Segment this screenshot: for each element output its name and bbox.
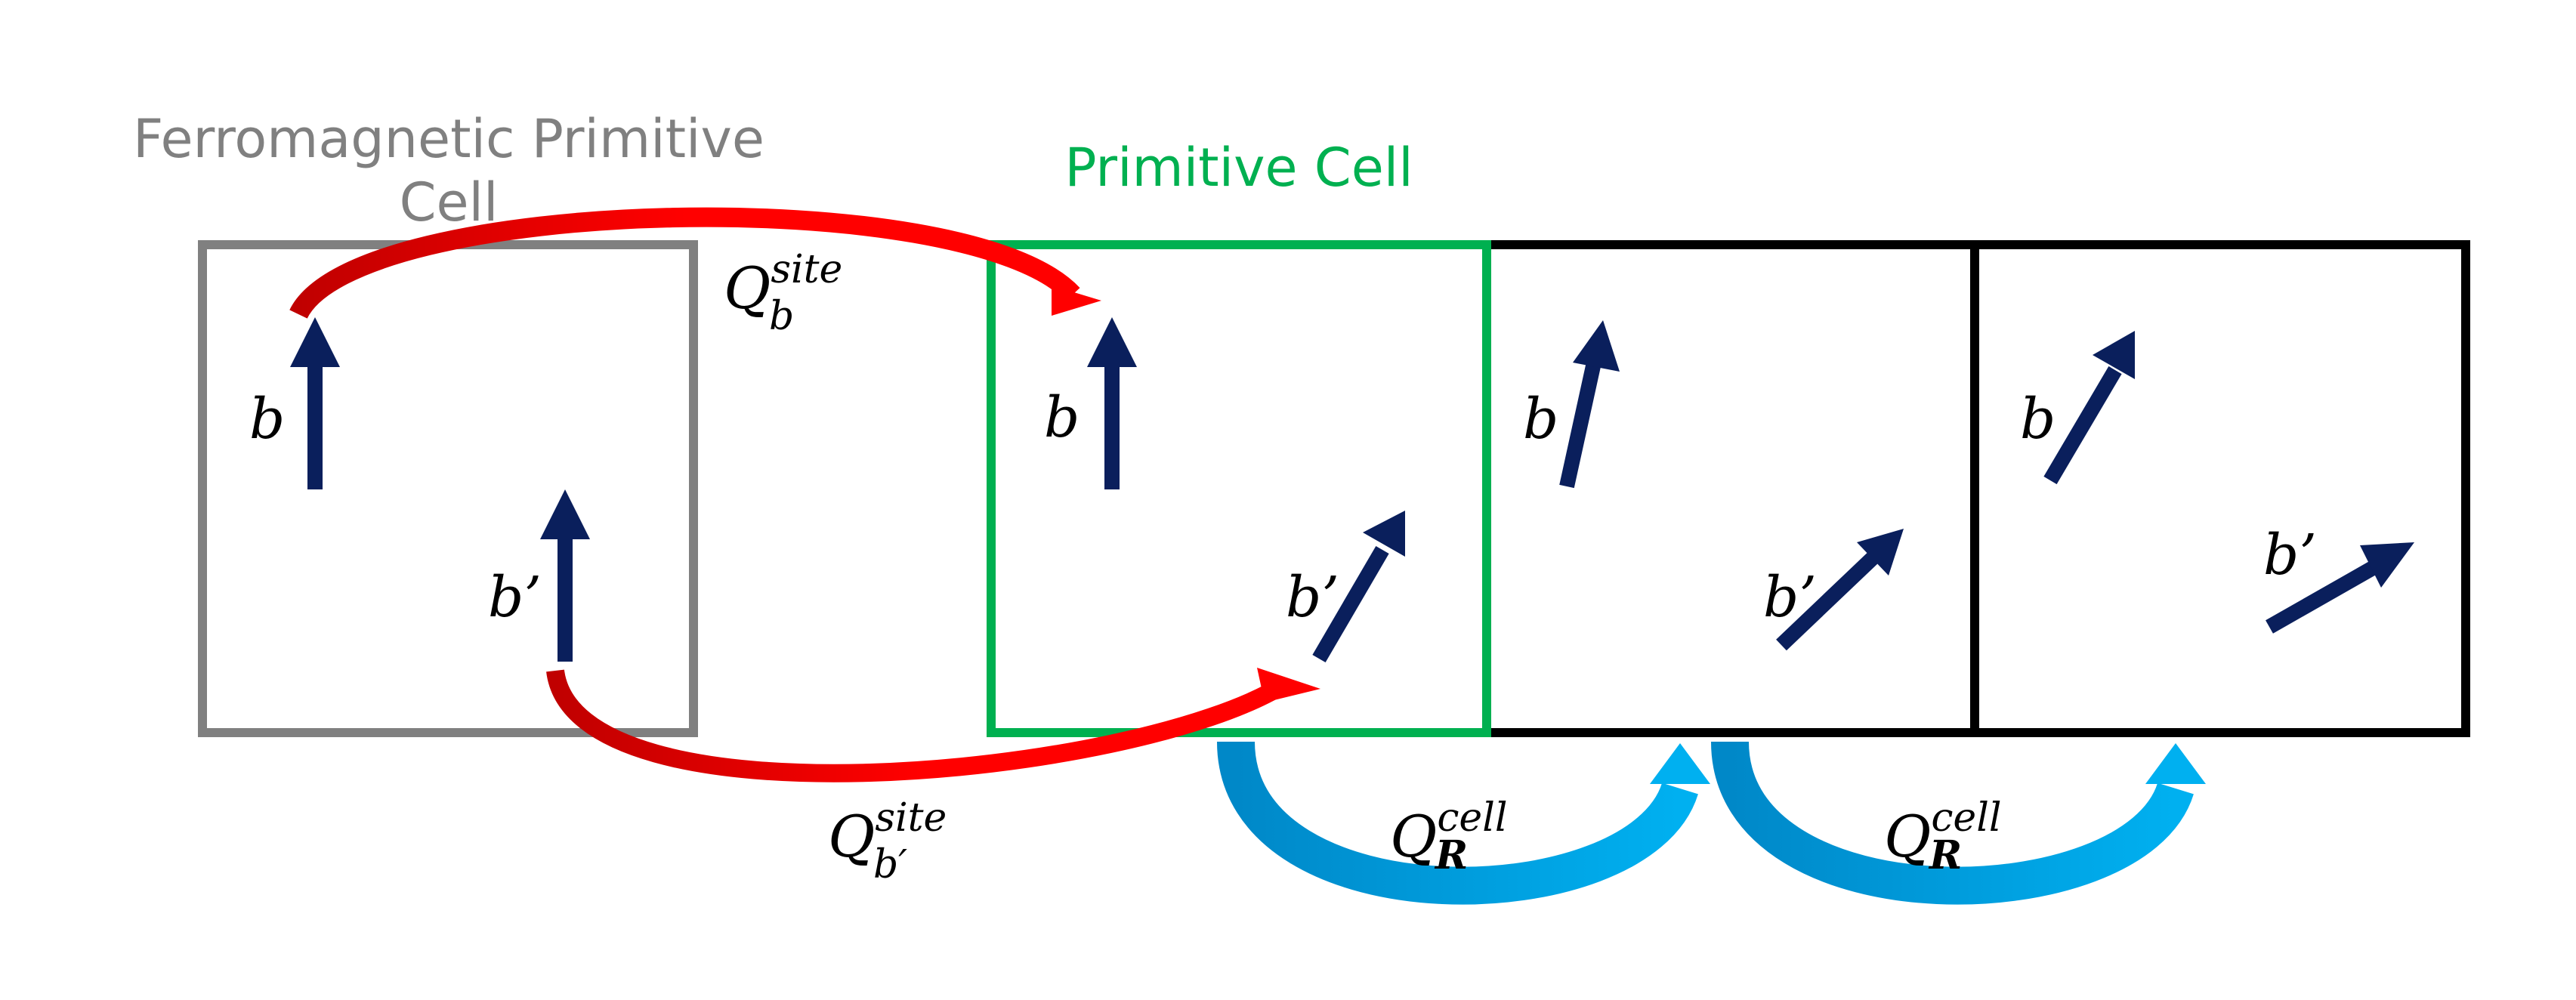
site-map-arrow-b [289,207,1101,319]
operator-q-cell-1-sup: cell [1437,795,1507,841]
operator-q-site-b-sub: b [769,294,794,339]
spin-arrow-ferro-bprime [540,489,590,662]
ferro-primitive-cell-box [198,240,698,737]
operator-q-site-b-sup: site [771,247,842,292]
cell-translation-arrow-1 [1217,740,1710,905]
spin-arrow-cell3-bprime [2266,542,2414,634]
site-label-cell2-bprime: b’ [1763,565,1817,630]
spin-arrow-cell3-b [2043,331,2135,485]
spin-arrow-cell2-b [1559,320,1620,489]
site-label-prim-bprime: b’ [1286,565,1339,630]
site-map-arrow-bprime [546,668,1320,782]
operator-q-cell-1-main: Q [1390,803,1437,870]
site-label-ferro-bprime: b’ [488,565,542,630]
spin-arrow-ferro-b [290,317,340,489]
operator-q-site-bprime-sub: b′ [873,842,907,887]
cell-translation-arrow-2 [1711,740,2206,905]
operator-q-site-bprime-sup: site [875,795,947,841]
supercell-cell-3-box [1970,240,2470,737]
operator-q-cell-2-sup: cell [1931,795,2001,841]
primitive-cell-box [987,240,1491,737]
primitive-cell-title: Primitive Cell [1064,137,1413,199]
ferro-cell-title-line2: Cell [400,171,499,233]
operator-q-cell-2-sub: R [1928,832,1962,878]
site-label-cell3-b: b [2020,387,2056,452]
site-label-cell3-bprime: b’ [2263,523,2317,588]
site-label-prim-b: b [1044,385,1080,450]
operator-q-cell-2-main: Q [1884,803,1931,870]
operator-q-cell-1-sub: R [1434,832,1468,878]
site-label-cell2-b: b [1523,387,1558,452]
operator-q-site-bprime-main: Q [828,803,875,870]
ferro-cell-title-line1: Ferromagnetic Primitive [133,108,764,170]
spin-arrow-prim-b [1087,317,1137,489]
operator-q-site-b-main: Q [724,255,771,322]
spin-arrow-cell2-bprime [1776,529,1904,651]
spin-arrow-prim-bprime [1312,511,1405,663]
site-label-ferro-b: b [249,387,285,452]
supercell-cell-2-box [1482,240,1979,737]
